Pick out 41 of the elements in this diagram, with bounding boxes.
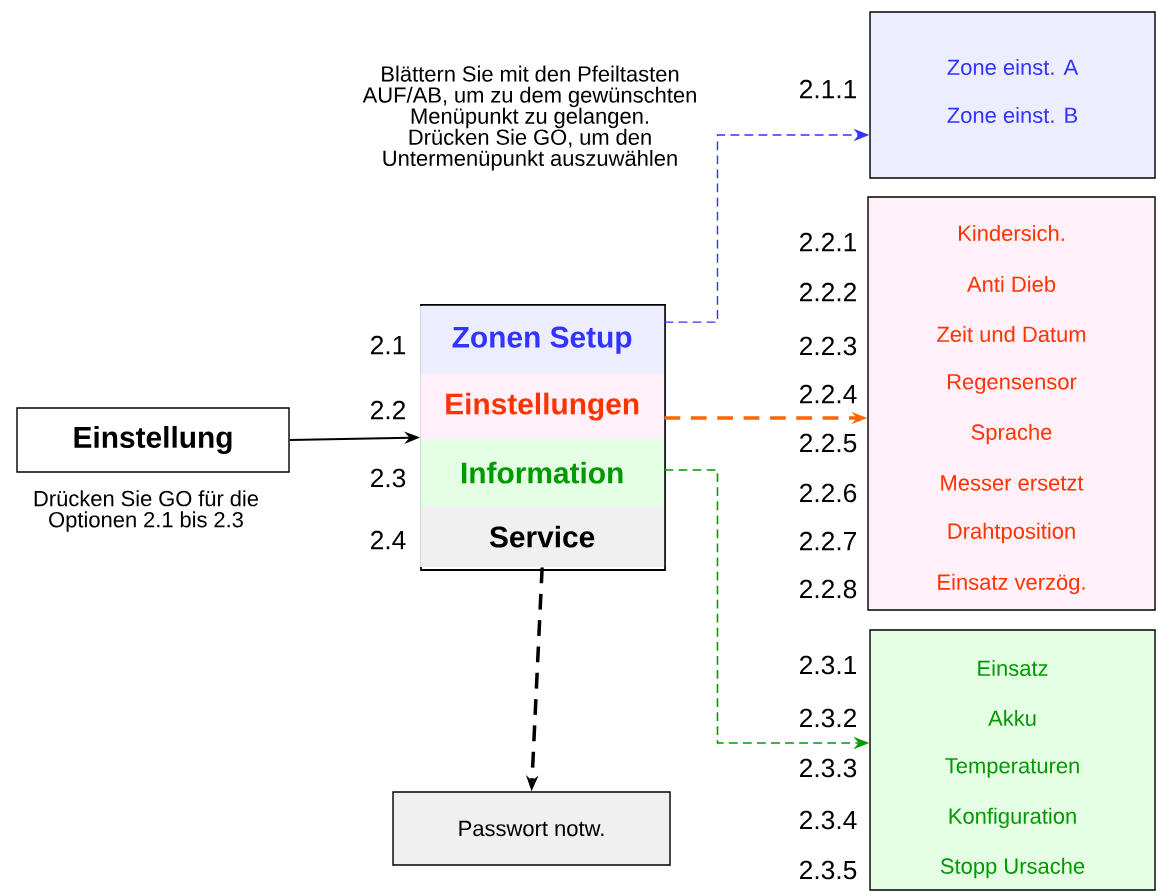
menu-number: 2.2.7 (800, 531, 856, 551)
menu-item: Akku (988, 709, 1036, 727)
menu-band: Information (420, 439, 665, 507)
menu-item: Drahtposition (948, 522, 1075, 544)
menu-band: Zonen Setup (420, 306, 665, 375)
menu-number: 2.3.5 (800, 860, 857, 880)
menu-item: Temperaturen (945, 758, 1079, 778)
menu-item: Kindersich. (959, 224, 1064, 242)
menu-item: Sprache (971, 423, 1052, 445)
menu-number: 2.2.8 (800, 579, 857, 599)
menu-number: 2.3 (371, 468, 406, 488)
menu-number: 2.3.3 (800, 758, 857, 778)
menu-item: Konfiguration (949, 807, 1076, 829)
menu-item: Zeit und Datum (937, 325, 1086, 343)
menu-number: 2.2.5 (800, 433, 857, 453)
process-box: Einstellung (16, 407, 290, 473)
password-box: Passwort notw. (392, 791, 671, 866)
menu-band: Einstellungen (420, 374, 665, 440)
menu-item: Einsatz verzög. (938, 573, 1085, 595)
menu-number: 2.2.6 (800, 483, 857, 503)
menu-number: 2.3.1 (800, 655, 857, 675)
menu-number: 2.2 (371, 400, 405, 420)
menu-number: 2.1.1 (800, 79, 857, 99)
menu-number: 2.3.2 (800, 708, 856, 728)
menu-item: Anti Dieb (967, 275, 1056, 293)
menu-item: Stopp Ursache (940, 857, 1085, 879)
menu-number: 2.3.4 (800, 810, 857, 830)
menu-item: Messer ersetzt (941, 475, 1084, 491)
menu-number: 2.1 (371, 335, 406, 355)
menu-item: Einsatz (978, 659, 1048, 677)
menu-number: 2.2.1 (800, 232, 857, 252)
menu-item: Zone einst. B (947, 106, 1078, 124)
instruction-text: Blättern Sie mit den Pfeiltasten AUF/AB, um zu dem gewünschten Menüpunkt zu gelangen. Drücken Sie GO, um den Untermenüpunkt auszuwählen (362, 65, 696, 171)
note-text: Drücken Sie GO für die Optionen 2.1 bis 2.3 (34, 490, 259, 532)
menu-band: Service (420, 506, 665, 568)
menu-number: 2.4 (371, 530, 406, 550)
menu-item: Regensensor (948, 374, 1077, 394)
menu-number: 2.2.3 (800, 336, 857, 356)
menu-number: 2.2.4 (800, 384, 857, 404)
menu-item: Zone einst. A (947, 58, 1079, 76)
menu-number: 2.2.2 (800, 282, 856, 302)
